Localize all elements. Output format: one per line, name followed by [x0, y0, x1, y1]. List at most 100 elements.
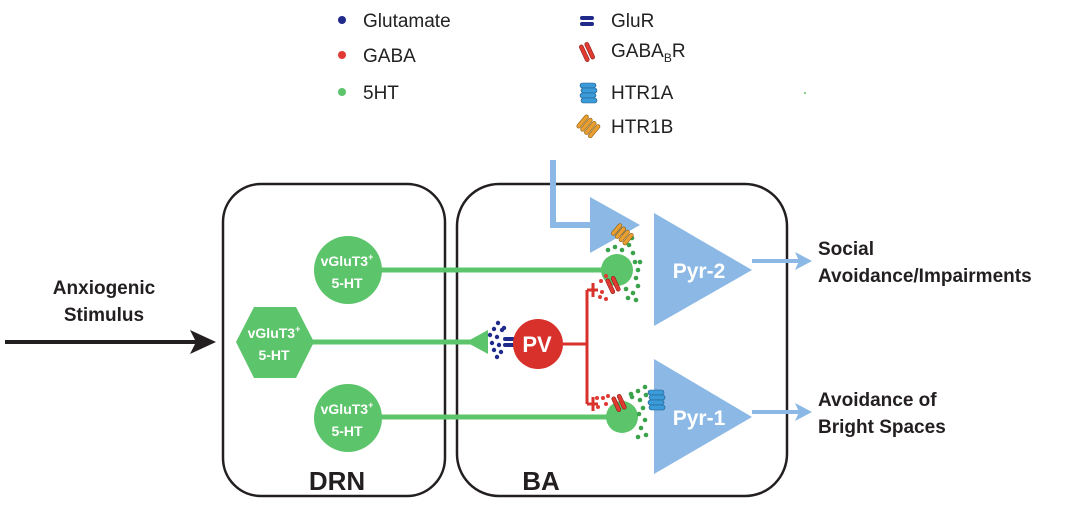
- glutamate-dot: [491, 326, 497, 332]
- gaba-dot: [604, 402, 608, 406]
- serotonin-dot: [626, 242, 632, 248]
- pyr-1-output-arrow: [752, 403, 812, 421]
- htr1a-receptor-icon: [579, 82, 598, 104]
- stray-dot: [804, 92, 806, 94]
- serotonin-dot: [638, 425, 644, 431]
- drn-cell-middle-hexagon: vGluT3+ 5-HT: [236, 307, 314, 378]
- drn-cell-bottom-line1: vGluT3+: [321, 400, 374, 417]
- gabab-label-sub: B: [664, 51, 672, 65]
- serotonin-dot: [636, 411, 642, 417]
- serotonin-dot: [642, 384, 648, 390]
- gaba-dot: [595, 396, 599, 400]
- gabab-label-main: GABA: [611, 41, 664, 62]
- output-bright-line1: Avoidance of: [818, 390, 937, 411]
- drn-cell-bottom: vGluT3+ 5-HT: [314, 384, 382, 452]
- serotonin-dot: [625, 295, 631, 301]
- serotonin-dot: [635, 388, 641, 394]
- glutamate-dot: [498, 349, 504, 355]
- serotonin-dot-icon: [338, 88, 346, 96]
- output-social-line1: Social: [818, 239, 874, 260]
- serotonin-dot: [628, 391, 634, 397]
- glur-receptor-icon: [580, 16, 594, 26]
- output-social-line2: Avoidance/Impairments: [818, 266, 1032, 287]
- gaba-dot: [596, 405, 600, 409]
- pyr-2-output-arrow: [752, 252, 812, 270]
- glutamate-dot: [501, 325, 507, 331]
- gaba-dot: [598, 295, 602, 299]
- stimulus-arrowhead-icon: [190, 330, 216, 354]
- pyr-2-upstream-terminal: [590, 197, 640, 253]
- axon-terminal-to-pv: [466, 330, 488, 354]
- gaba-dot: [606, 394, 610, 398]
- legend-glutamate-label: Glutamate: [363, 11, 451, 32]
- legend-htr1a-label: HTR1A: [611, 83, 674, 104]
- gabab-receptor-bottom-terminal: [611, 393, 627, 413]
- serotonin-dot: [637, 259, 643, 265]
- glutamate-dot: [494, 354, 500, 360]
- serotonin-dot: [623, 286, 629, 292]
- serotonin-dot: [635, 267, 641, 273]
- stimulus-label-line1: Anxiogenic: [53, 278, 156, 299]
- legend-ligands: Glutamate GABA 5HT: [338, 11, 451, 104]
- gaba-dot: [604, 297, 608, 301]
- pyr-2-neuron: [654, 213, 752, 326]
- pv-axon: [563, 283, 598, 411]
- serotonin-dot: [643, 432, 649, 438]
- serotonin-dot: [619, 247, 625, 253]
- pv-interneuron: [513, 319, 563, 369]
- legend-receptors: GluR GABABR HTR1A HTR1B: [576, 11, 806, 139]
- gaba-dot: [601, 396, 605, 400]
- glutamate-dot-icon: [338, 16, 346, 24]
- external-input-axon: [550, 160, 600, 228]
- stimulus-label-line2: Stimulus: [64, 305, 144, 326]
- glutamate-dot: [489, 340, 495, 346]
- drn-cell-middle-line1: vGluT3+: [248, 324, 301, 341]
- serotonin-dot: [643, 392, 649, 398]
- htr1b-receptor-on-pyr2-terminal: [611, 223, 634, 246]
- serotonin-dot: [632, 259, 638, 265]
- pv-label: PV: [522, 332, 552, 357]
- serotonin-dot: [635, 283, 641, 289]
- output-bright-line2: Bright Spaces: [818, 417, 946, 438]
- legend-5ht-label: 5HT: [363, 83, 399, 104]
- htr1b-receptor-icon: [576, 114, 601, 139]
- pyr-2-label: Pyr-2: [673, 260, 726, 283]
- serotonin-dot: [630, 250, 636, 256]
- drn-cell-middle-line2: 5-HT: [258, 347, 290, 363]
- glutamate-dot: [496, 342, 502, 348]
- gaba-dot-icon: [338, 51, 346, 59]
- drn-cell-top-line2: 5-HT: [331, 275, 363, 291]
- drn-cell-bottom-line2: 5-HT: [331, 423, 363, 439]
- glutamate-release-dots: [487, 320, 507, 360]
- pv-glur-receptor-icon: [503, 337, 515, 347]
- drn-region-label: DRN: [309, 466, 365, 496]
- pyr-1-neuron: [654, 359, 752, 474]
- legend-gabab-label: GABABR: [611, 41, 686, 65]
- serotonin-dot: [640, 405, 646, 411]
- serotonin-dot: [635, 434, 641, 440]
- serotonin-dot: [612, 244, 618, 250]
- pyr-1-label: Pyr-1: [673, 407, 726, 430]
- gabab-label-suffix: R: [672, 41, 686, 62]
- serotonin-dot: [630, 290, 636, 296]
- serotonin-dot: [633, 297, 639, 303]
- serotonin-dot: [633, 275, 639, 281]
- glutamate-dot: [495, 320, 501, 326]
- serotonin-dot: [637, 397, 643, 403]
- glutamate-dot: [494, 334, 500, 340]
- gaba-release-dots: [595, 274, 610, 409]
- pyr-1-arrowhead-icon: [795, 403, 812, 421]
- legend-gaba-label: GABA: [363, 46, 416, 67]
- gabab-receptor-top-terminal: [605, 275, 621, 295]
- drn-cell-top: vGluT3+ 5-HT: [314, 236, 382, 304]
- serotonin-dot: [605, 247, 611, 253]
- anxiogenic-stimulus-input: Anxiogenic Stimulus: [5, 278, 216, 354]
- pyr-2-arrowhead-icon: [795, 252, 812, 270]
- 5ht-terminal-bottom: [606, 401, 638, 433]
- glutamate-dot: [491, 347, 497, 353]
- ba-region-label: BA: [522, 466, 560, 496]
- serotonin-release-dots: [605, 235, 649, 440]
- drn-cell-top-line1: vGluT3+: [321, 252, 374, 269]
- gaba-dot: [604, 274, 608, 278]
